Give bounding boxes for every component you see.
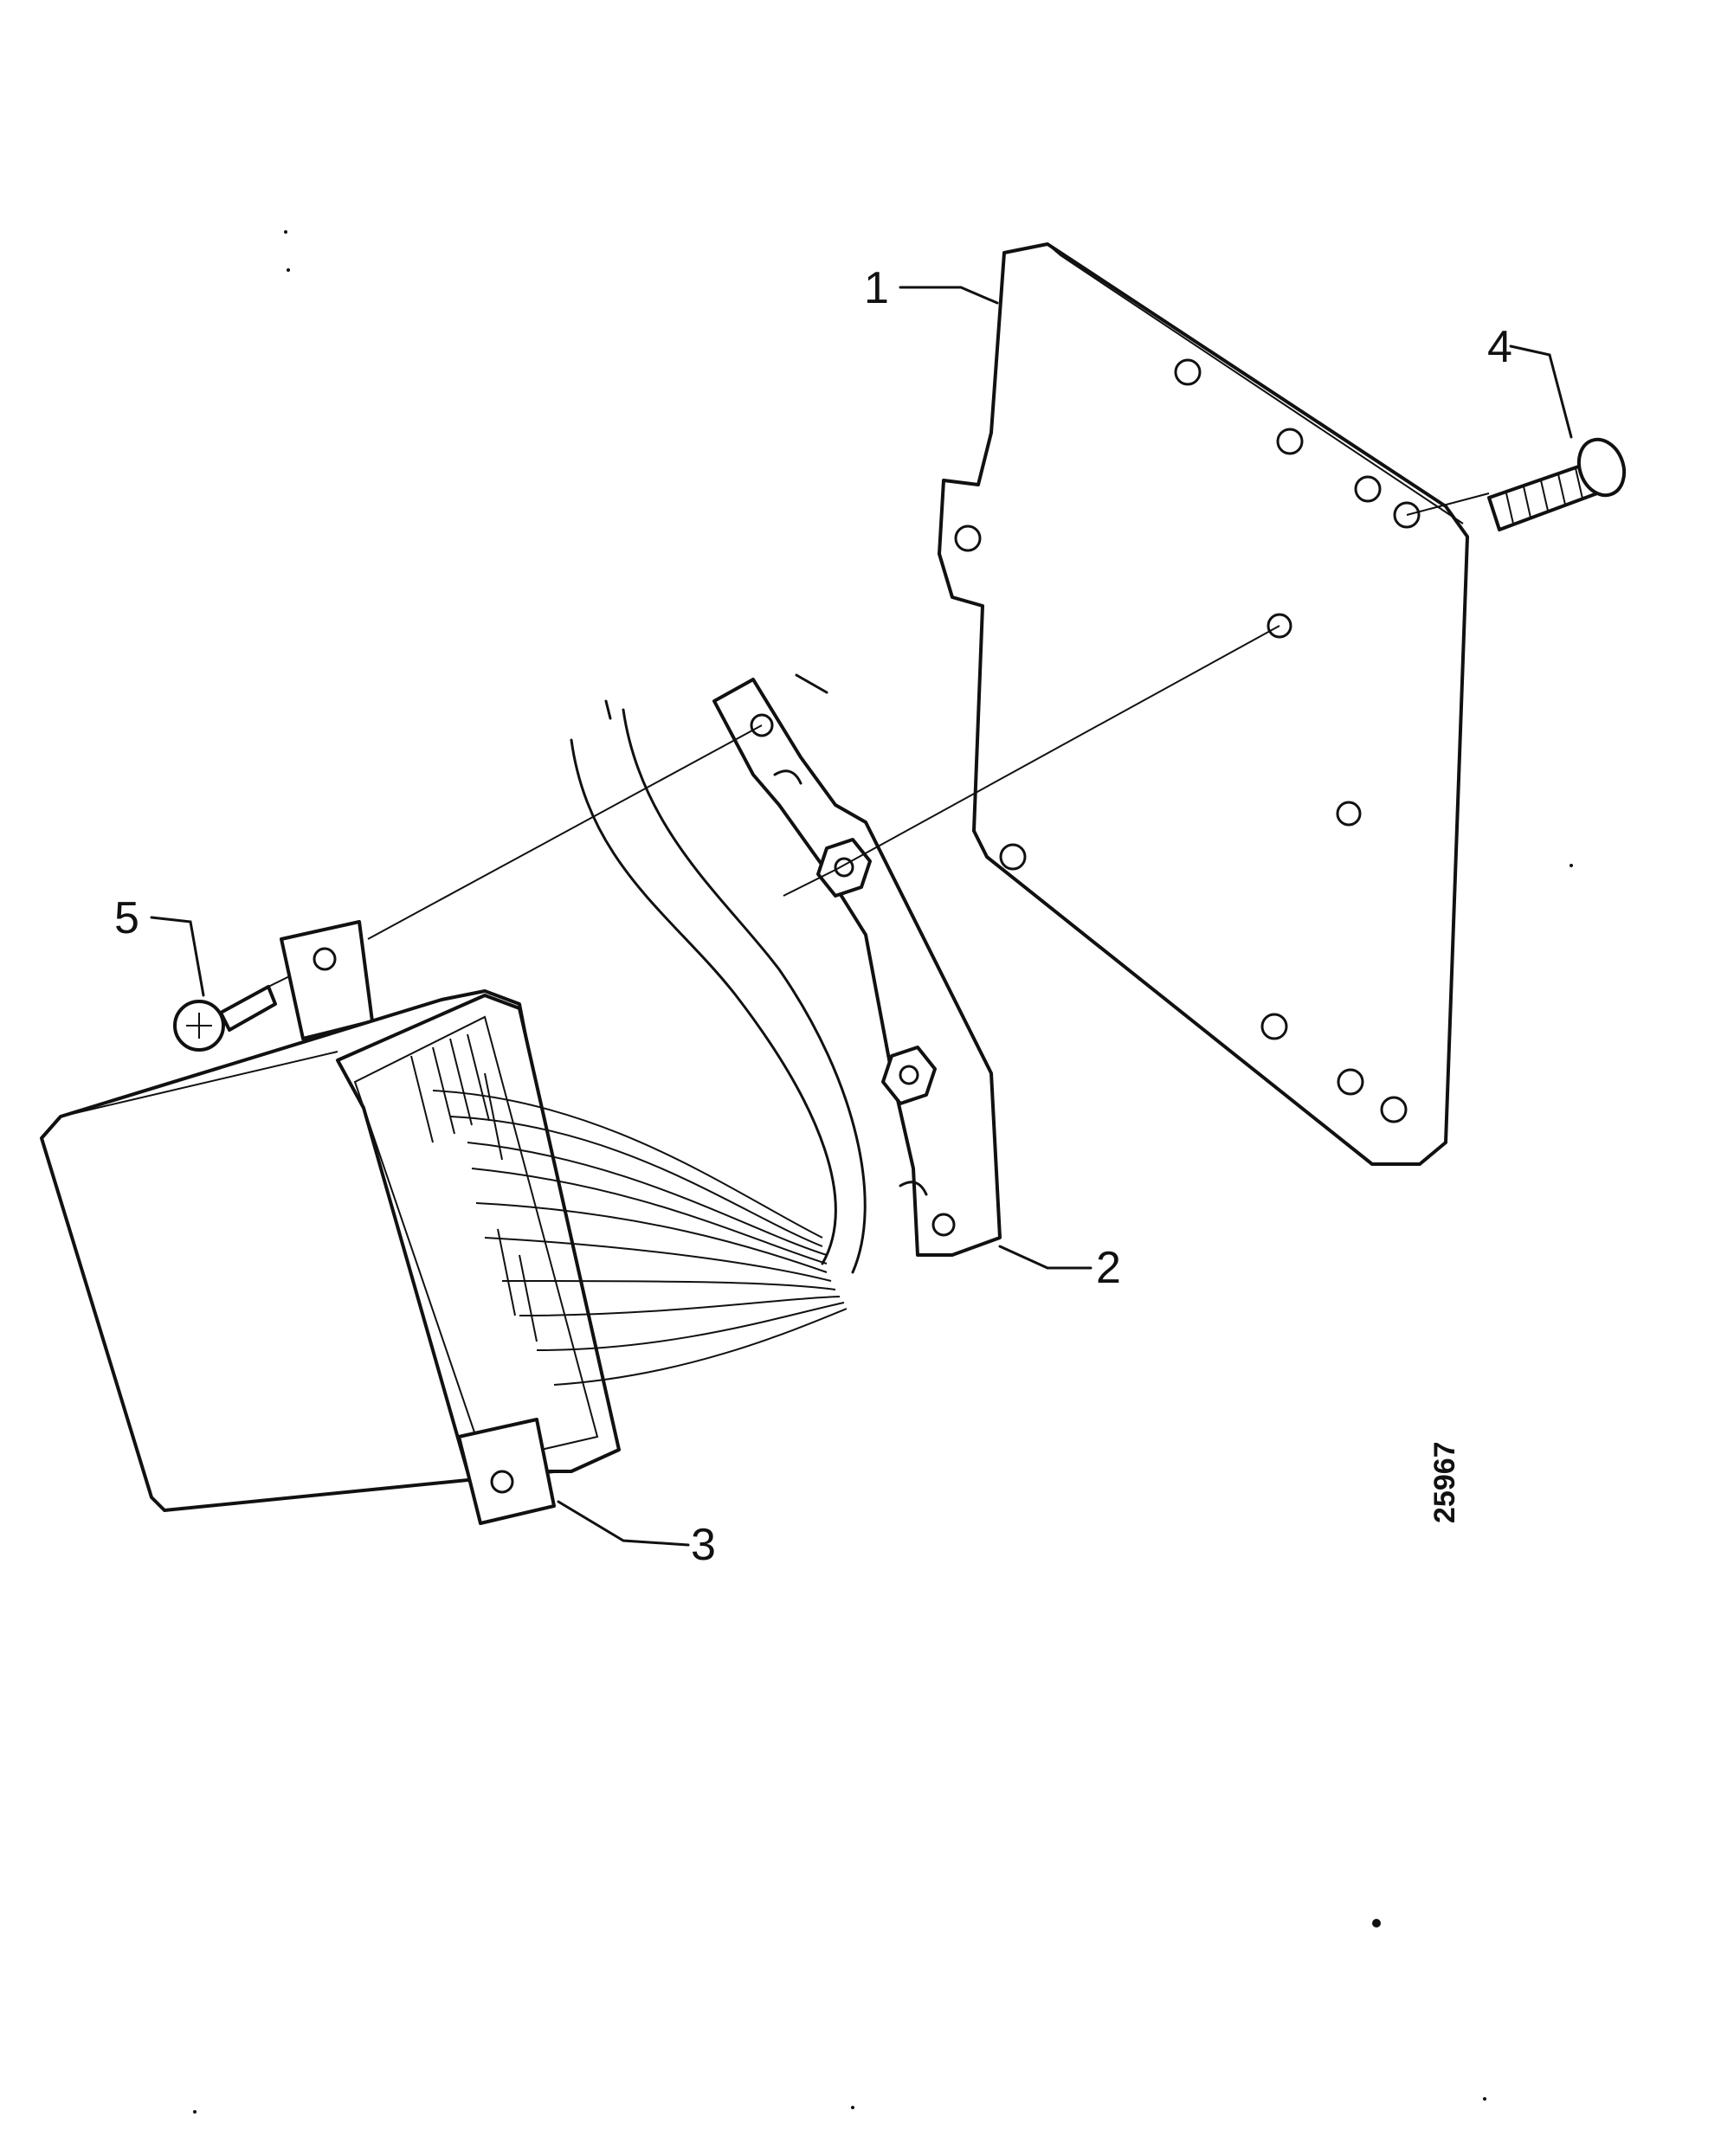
- callout-leaders: [150, 286, 1573, 1547]
- callout-3: 3: [691, 1520, 716, 1570]
- callout-5: 5: [114, 893, 139, 943]
- scan-specks: [193, 230, 1573, 2114]
- mounting-plate: [938, 242, 1469, 1166]
- callout-2: 2: [1096, 1243, 1121, 1293]
- bracket-nut-lower: [881, 1046, 937, 1105]
- screw-4: [1487, 437, 1627, 531]
- callout-1: 1: [864, 263, 889, 313]
- callout-4: 4: [1487, 322, 1512, 372]
- reference-number: 25967: [1428, 1441, 1461, 1523]
- screw-5: [173, 985, 277, 1052]
- cable: [570, 699, 867, 1274]
- bracket: [712, 678, 1002, 1257]
- control-unit: [40, 920, 848, 1525]
